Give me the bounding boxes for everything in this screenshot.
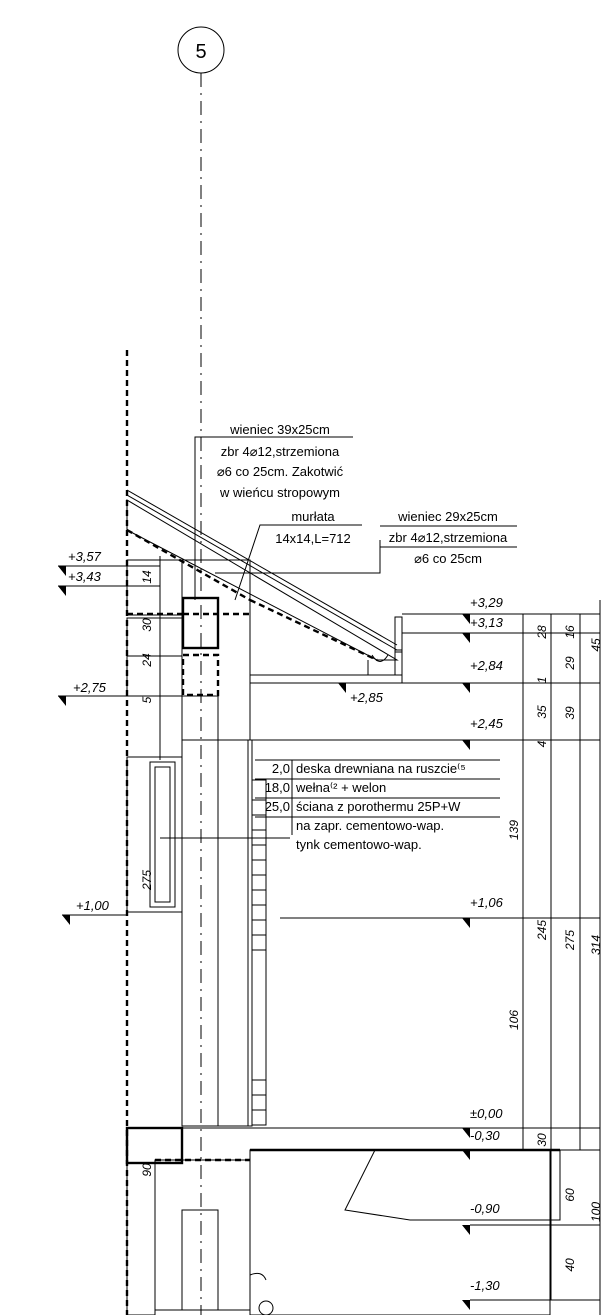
dim-label: 100 xyxy=(589,1202,603,1222)
dim-label: 29 xyxy=(563,656,577,671)
level-mark: +2,84 xyxy=(470,658,503,673)
level-mark: -0,30 xyxy=(470,1128,500,1143)
note-line: murłata xyxy=(291,509,335,524)
roof xyxy=(126,489,399,662)
layer-desc: deska drewniana na ruszcie⁽⁵ xyxy=(296,761,466,776)
layer-thickness: 2,0 xyxy=(272,761,290,776)
siding-boards xyxy=(252,799,266,1111)
dim-label: 245 xyxy=(535,920,549,941)
note-line: ⌀6 co 25cm. Zakotwić xyxy=(217,464,344,479)
dim-label: 28 xyxy=(535,625,549,640)
dim-label: 275 xyxy=(563,930,577,951)
level-mark: ±0,00 xyxy=(470,1106,503,1121)
note-wieniec-29: wieniec 29x25cm zbr 4⌀12,strzemiona ⌀6 c… xyxy=(380,509,517,566)
level-mark: +3,13 xyxy=(470,615,504,630)
dim-label: 30 xyxy=(535,1133,549,1147)
level-mark: +1,06 xyxy=(470,895,504,910)
level-mark: +3,29 xyxy=(470,595,503,610)
level-mark: -0,90 xyxy=(470,1201,500,1216)
levels-right: +3,29 +3,13 +2,84 +2,45 +1,06 ±0,00 -0,3… xyxy=(250,595,600,1310)
levels-left: +3,57 +3,43 +2,75 +1,00 xyxy=(58,549,160,925)
dim-label: 16 xyxy=(563,625,577,639)
level-mark: +3,57 xyxy=(68,549,102,564)
dim-label: 60 xyxy=(563,1188,577,1202)
dim-label: 90 xyxy=(140,1163,154,1177)
note-line: ⌀6 co 25cm xyxy=(414,551,482,566)
level-mark: -1,30 xyxy=(470,1278,500,1293)
note-line: w wieńcu stropowym xyxy=(219,485,340,500)
dim-label: 139 xyxy=(507,820,521,840)
dim-label: 30 xyxy=(140,618,154,632)
dims-right: 28 1 35 4 139 106 30 16 29 39 245 60 40 … xyxy=(507,600,603,1315)
note-line: zbr 4⌀12,strzemiona xyxy=(221,444,340,459)
level-mark: +3,43 xyxy=(68,569,102,584)
leaders xyxy=(160,436,500,839)
wall-main xyxy=(126,695,267,1127)
layer-desc: wełna⁽² + welon xyxy=(295,780,386,795)
level-mark: +2,75 xyxy=(73,680,107,695)
wall-layers-legend: 2,0 deska drewniana na ruszcie⁽⁵ 18,0 we… xyxy=(255,760,500,852)
layer-desc: tynk cementowo-wap. xyxy=(296,837,422,852)
dim-label: 1 xyxy=(535,677,549,684)
dim-label: 4 xyxy=(535,740,549,747)
layer-thickness: 25,0 xyxy=(265,799,290,814)
dim-label: 5 xyxy=(140,696,154,703)
level-mark: +2,45 xyxy=(470,716,504,731)
layer-thickness: 18,0 xyxy=(265,780,290,795)
note-line: zbr 4⌀12,strzemiona xyxy=(389,530,508,545)
wall-upper xyxy=(126,559,251,741)
dim-label: 314 xyxy=(589,935,603,955)
dim-label: 45 xyxy=(589,638,603,652)
dim-label: 24 xyxy=(140,653,154,668)
layer-desc: ściana z porothermu 25P+W xyxy=(296,799,461,814)
layer-desc: na zapr. cementowo-wap. xyxy=(296,818,444,833)
dim-label: 40 xyxy=(563,1258,577,1272)
level-mark: +2,85 xyxy=(350,690,384,705)
dim-label: 106 xyxy=(507,1010,521,1030)
dim-label: 275 xyxy=(140,870,154,891)
note-line: wieniec 39x25cm xyxy=(229,422,330,437)
dim-label: 39 xyxy=(563,706,577,720)
note-wieniec-39: wieniec 39x25cm zbr 4⌀12,strzemiona ⌀6 c… xyxy=(217,422,344,500)
dim-label: 35 xyxy=(535,705,549,719)
dims-left: 14 30 24 5 275 90 xyxy=(140,556,161,1177)
note-murlata: murłata 14x14,L=712 xyxy=(275,509,351,546)
axis-label: 5 xyxy=(195,41,206,63)
dim-label: 14 xyxy=(140,570,154,584)
note-line: 14x14,L=712 xyxy=(275,531,351,546)
note-line: wieniec 29x25cm xyxy=(397,509,498,524)
level-mark: +1,00 xyxy=(76,898,110,913)
